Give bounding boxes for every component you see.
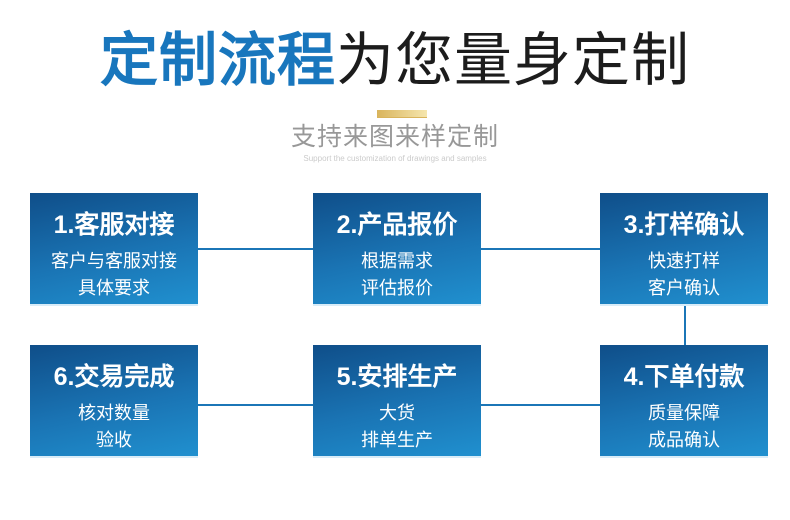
- flow-step-desc: 核对数量: [78, 403, 150, 423]
- subtitle: 支持来图来样定制: [290, 123, 499, 151]
- flow-step-desc: 验收: [96, 430, 132, 450]
- flow-step-title: 2.产品报价: [336, 211, 458, 239]
- connector-step1-step2: [198, 248, 313, 250]
- flow-step-title: 6.交易完成: [53, 363, 175, 391]
- flow-step-1: 1.客服对接 客户与客服对接 具体要求: [30, 193, 198, 306]
- flow-step-desc: 大货: [379, 403, 415, 423]
- flow-step-title: 5.安排生产: [336, 363, 458, 391]
- connector-step5-step6: [198, 404, 313, 406]
- flow-step-desc: 客户与客服对接: [51, 251, 177, 271]
- flow-step-6: 6.交易完成 核对数量 验收: [30, 345, 198, 458]
- flow-step-desc: 客户确认: [648, 278, 720, 298]
- flow-step-5: 5.安排生产 大货 排单生产: [313, 345, 481, 458]
- connector-step4-step5: [481, 404, 600, 406]
- gold-divider: [377, 110, 427, 118]
- flow-step-title: 4.下单付款: [623, 363, 745, 391]
- flow-step-2: 2.产品报价 根据需求 评估报价: [313, 193, 481, 306]
- page-title-rest: 为您量身定制: [336, 28, 691, 93]
- flow-step-desc: 成品确认: [648, 430, 720, 450]
- flow-step-title: 3.打样确认: [623, 211, 745, 239]
- connector-step3-step4: [684, 306, 686, 345]
- flow-step-desc: 质量保障: [648, 403, 720, 423]
- flow-step-desc: 快速打样: [648, 251, 720, 271]
- flow-step-desc: 具体要求: [78, 278, 150, 298]
- flow-step-desc: 排单生产: [361, 430, 433, 450]
- connector-step2-step3: [481, 248, 600, 250]
- flow-step-title: 1.客服对接: [53, 211, 175, 239]
- subtitle-english: Support the customization of drawings an…: [303, 154, 487, 163]
- page-title: 定制流程为您量身定制: [0, 28, 790, 94]
- flow-step-desc: 根据需求: [361, 251, 433, 271]
- flow-step-desc: 评估报价: [361, 278, 433, 298]
- page-title-highlight: 定制流程: [99, 28, 336, 93]
- flow-step-4: 4.下单付款 质量保障 成品确认: [600, 345, 768, 458]
- flow-step-3: 3.打样确认 快速打样 客户确认: [600, 193, 768, 306]
